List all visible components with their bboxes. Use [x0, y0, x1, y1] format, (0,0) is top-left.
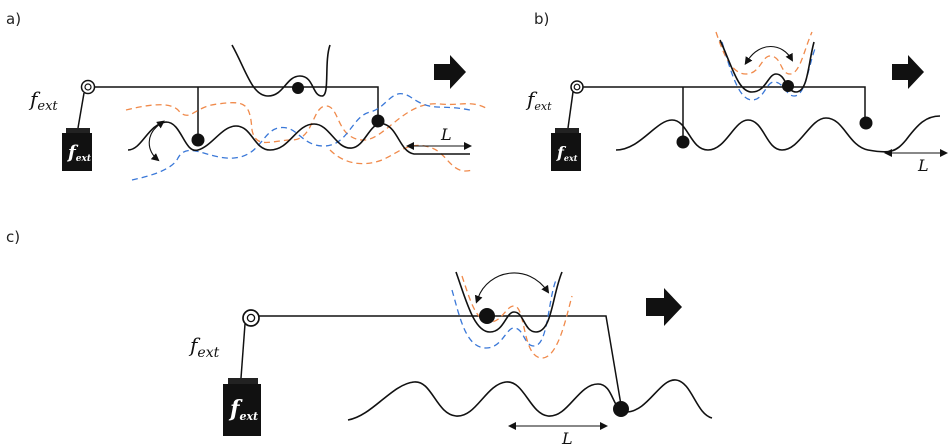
weight-icon: fext: [551, 128, 581, 171]
rotation-arrow-icon: [148, 120, 165, 162]
blue-dashed-substrate: [131, 93, 471, 181]
periodic-substrate: [347, 379, 713, 421]
pulley-icon: [570, 80, 584, 94]
panel-a-label: a): [6, 10, 21, 28]
oscillation-arrow-icon: [744, 46, 793, 65]
period-label: L: [917, 156, 929, 175]
particle-left: [191, 133, 205, 147]
connecting-rod: [94, 86, 379, 118]
weight-icon: fext: [223, 378, 261, 436]
period-label: L: [561, 429, 573, 448]
direction-arrow-icon: [892, 55, 924, 89]
pulley-icon: [80, 79, 96, 95]
svg-text:fext: fext: [228, 396, 258, 423]
periodic-substrate: [615, 115, 941, 153]
internal-ball: [479, 308, 495, 324]
orange-dashed-well: [715, 31, 813, 75]
double-well-potential: [719, 39, 815, 93]
period-label: L: [440, 125, 452, 144]
svg-text:fext: fext: [556, 143, 578, 163]
connecting-rod: [259, 315, 622, 406]
direction-arrow-icon: [434, 55, 466, 89]
internal-ball: [782, 80, 794, 92]
particle-left: [676, 135, 690, 149]
weight-string: [240, 323, 246, 379]
fext-label: fext: [188, 333, 220, 361]
weight-string: [567, 91, 574, 129]
direction-arrow-icon: [646, 288, 682, 326]
orange-dashed-substrate-2: [329, 144, 473, 172]
panel-c: c) fext fext L: [6, 228, 713, 448]
panel-b-label: b): [534, 10, 549, 28]
panel-b: b) fext fext L: [525, 10, 948, 175]
particle-right: [371, 114, 385, 128]
double-well-potential: [455, 271, 563, 333]
double-well-potential: [231, 44, 331, 97]
pulley-icon: [242, 309, 260, 327]
fext-label: fext: [28, 87, 58, 114]
oscillation-arrow-icon: [474, 272, 550, 304]
fext-label: fext: [525, 87, 552, 113]
internal-ball: [292, 82, 304, 94]
connecting-rod: [583, 86, 866, 120]
particle: [613, 401, 629, 417]
panel-c-label: c): [6, 228, 20, 246]
weight-string: [77, 92, 85, 129]
blue-dashed-well: [451, 279, 557, 349]
panel-a: a) fext fext L: [6, 10, 487, 181]
weight-icon: fext: [62, 128, 92, 171]
particle-right: [859, 116, 873, 130]
orange-dashed-substrate: [125, 102, 487, 144]
